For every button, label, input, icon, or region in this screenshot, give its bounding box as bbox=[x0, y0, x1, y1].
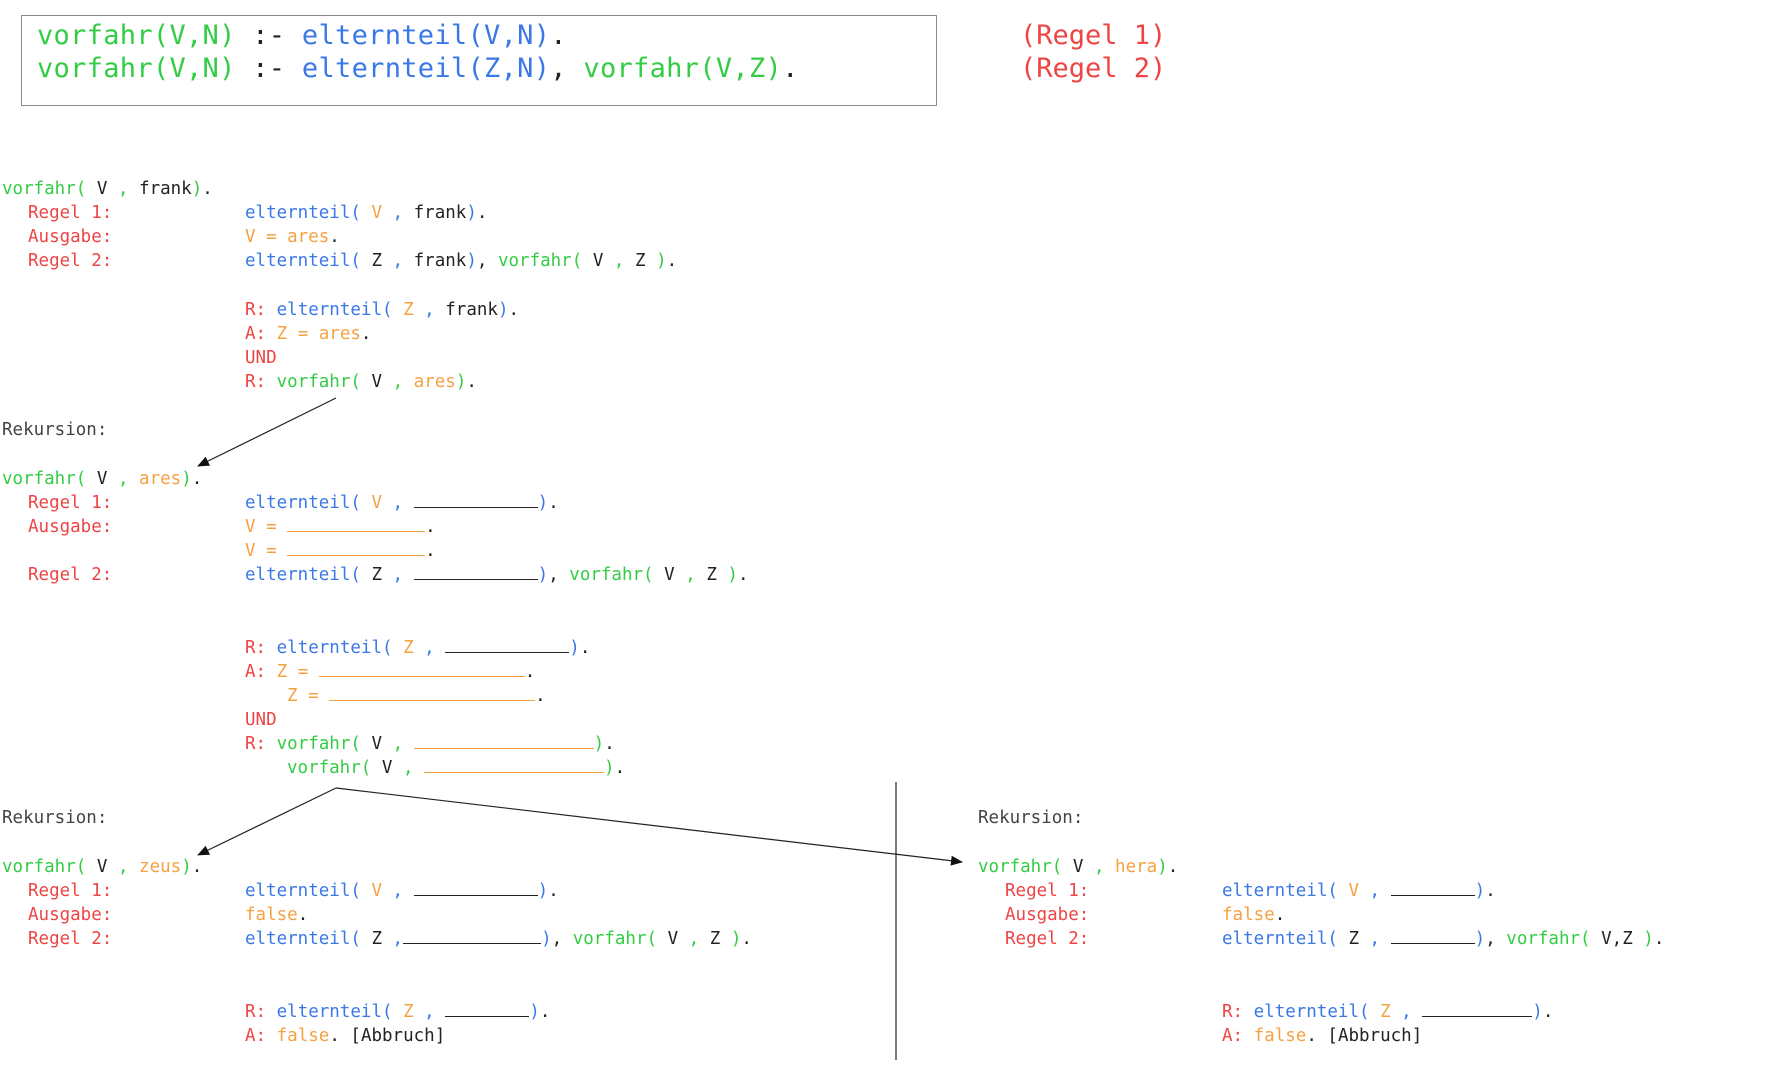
blank-field[interactable] bbox=[287, 554, 426, 556]
blank-field[interactable] bbox=[424, 771, 605, 773]
query-hera: vorfahr( V , hera). bbox=[978, 857, 1179, 877]
blank-field[interactable] bbox=[445, 1015, 530, 1017]
b1-ausgabe: V = ares. bbox=[245, 227, 340, 247]
b1-und: UND bbox=[245, 348, 277, 368]
label-regel1: Regel 1: bbox=[28, 493, 113, 513]
rule-1-tag: (Regel 1) bbox=[1020, 20, 1167, 51]
b4-regel2-goal: elternteil( Z , ), vorfahr( V,Z ). bbox=[1222, 929, 1665, 949]
blank-field[interactable] bbox=[413, 747, 594, 749]
b2-A-2: Z = . bbox=[287, 686, 546, 706]
label-ausgabe: Ausgabe: bbox=[28, 905, 113, 925]
b2-und: UND bbox=[245, 710, 277, 730]
arrow-to-zeus bbox=[197, 787, 337, 856]
b2-R-vorfahr-2: vorfahr( V , ). bbox=[287, 758, 626, 778]
label-regel2: Regel 2: bbox=[1005, 929, 1090, 949]
label-regel1: Regel 1: bbox=[1005, 881, 1090, 901]
query-ares: vorfahr( V , ares). bbox=[2, 469, 203, 489]
b1-R-elternteil: R: elternteil( Z , frank). bbox=[245, 300, 520, 320]
b2-ausgabe-1: V = . bbox=[245, 517, 436, 537]
b1-A: A: Z = ares. bbox=[245, 324, 372, 344]
b3-R-elternteil: R: elternteil( Z , ). bbox=[245, 1002, 551, 1022]
blank-field[interactable] bbox=[329, 699, 536, 701]
blank-field[interactable] bbox=[1390, 942, 1475, 944]
rekursion-2: Rekursion: bbox=[2, 808, 108, 828]
label-ausgabe: Ausgabe: bbox=[28, 227, 113, 247]
blank-field[interactable] bbox=[318, 675, 525, 677]
b4-ausgabe: false. bbox=[1222, 905, 1286, 925]
b2-R-vorfahr-1: R: vorfahr( V , ). bbox=[245, 734, 615, 754]
b1-R-vorfahr: R: vorfahr( V , ares). bbox=[245, 372, 477, 392]
b3-regel2-goal: elternteil( Z ,), vorfahr( V , Z ). bbox=[245, 929, 752, 949]
rules-box bbox=[21, 15, 937, 106]
query-zeus: vorfahr( V , zeus). bbox=[2, 857, 203, 877]
b1-regel2-goal: elternteil( Z , frank), vorfahr( V , Z )… bbox=[245, 251, 678, 271]
b3-regel1-goal: elternteil( V , ). bbox=[245, 881, 559, 901]
label-regel1: Regel 1: bbox=[28, 203, 113, 223]
label-ausgabe: Ausgabe: bbox=[1005, 905, 1090, 925]
b4-A: A: false. [Abbruch] bbox=[1222, 1026, 1423, 1046]
blank-field[interactable] bbox=[287, 530, 426, 532]
blank-field[interactable] bbox=[413, 506, 538, 508]
rule-2-tag: (Regel 2) bbox=[1020, 53, 1167, 84]
b4-regel1-goal: elternteil( V , ). bbox=[1222, 881, 1496, 901]
b2-A-1: A: Z = . bbox=[245, 662, 536, 682]
b2-regel1-goal: elternteil( V , ). bbox=[245, 493, 559, 513]
label-regel2: Regel 2: bbox=[28, 929, 113, 949]
rekursion-1: Rekursion: bbox=[2, 420, 108, 440]
rekursion-3: Rekursion: bbox=[978, 808, 1084, 828]
label-regel2: Regel 2: bbox=[28, 251, 113, 271]
blank-field[interactable] bbox=[1390, 894, 1475, 896]
blank-field[interactable] bbox=[413, 894, 538, 896]
b4-R-elternteil: R: elternteil( Z , ). bbox=[1222, 1002, 1554, 1022]
arrow-to-hera bbox=[335, 787, 963, 866]
blank-field[interactable] bbox=[1422, 1015, 1533, 1017]
blank-field[interactable] bbox=[403, 942, 542, 944]
label-regel2: Regel 2: bbox=[28, 565, 113, 585]
blank-field[interactable] bbox=[413, 578, 538, 580]
label-ausgabe: Ausgabe: bbox=[28, 517, 113, 537]
query-frank: vorfahr( V , frank). bbox=[2, 179, 213, 199]
rule-1-text: vorfahr(V,N) :- elternteil(V,N). bbox=[37, 20, 567, 51]
b2-regel2-goal: elternteil( Z , ), vorfahr( V , Z ). bbox=[245, 565, 749, 585]
label-regel1: Regel 1: bbox=[28, 881, 113, 901]
b2-R-elternteil: R: elternteil( Z , ). bbox=[245, 638, 591, 658]
rule-2-text: vorfahr(V,N) :- elternteil(Z,N), vorfahr… bbox=[37, 53, 799, 84]
b1-regel1-goal: elternteil( V , frank). bbox=[245, 203, 488, 223]
b2-ausgabe-2: V = . bbox=[245, 541, 436, 561]
blank-field[interactable] bbox=[445, 651, 570, 653]
b3-ausgabe: false. bbox=[245, 905, 309, 925]
b3-A: A: false. [Abbruch] bbox=[245, 1026, 446, 1046]
arrow-to-ares bbox=[197, 397, 337, 467]
